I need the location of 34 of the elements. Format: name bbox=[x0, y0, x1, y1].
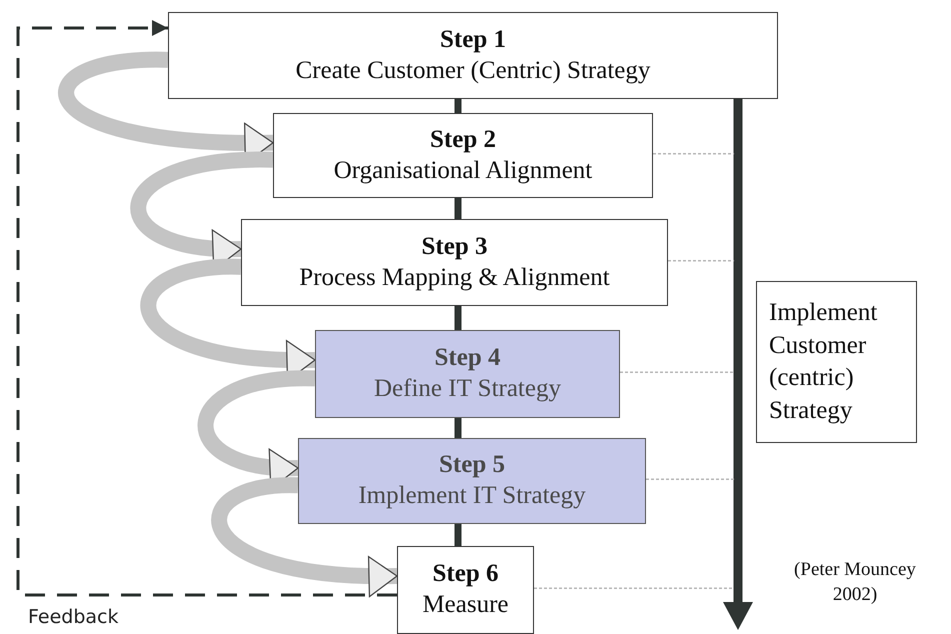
text-box bbox=[756, 281, 917, 443]
step-title: Step 6 bbox=[432, 559, 498, 590]
connector-line bbox=[454, 198, 462, 219]
dotted-line bbox=[620, 372, 734, 373]
dotted-line bbox=[534, 588, 734, 589]
step-box bbox=[298, 438, 646, 524]
connector-line bbox=[454, 524, 462, 546]
step-box bbox=[315, 330, 620, 418]
step-box bbox=[168, 12, 778, 99]
step-text: Implement Customer (centric) Strategy bbox=[769, 298, 878, 426]
downward-arrow bbox=[723, 99, 753, 630]
citation-note: (Peter Mouncey 2002) bbox=[793, 558, 917, 607]
dotted-line bbox=[646, 478, 734, 480]
step-title: Step 3 bbox=[422, 232, 488, 262]
step-text: Organisational Alignment bbox=[334, 156, 592, 186]
step-title: Step 2 bbox=[430, 124, 496, 155]
feedback-arrow bbox=[16, 20, 397, 596]
step-text: Define IT Strategy bbox=[374, 374, 561, 404]
step-box bbox=[397, 546, 534, 634]
dotted-line bbox=[653, 153, 734, 155]
step-title: Step 4 bbox=[434, 343, 500, 374]
connector-line bbox=[454, 99, 462, 113]
connector-line bbox=[454, 306, 462, 330]
connector-line bbox=[454, 418, 462, 438]
step-title: Step 5 bbox=[439, 450, 505, 480]
step-text: Measure bbox=[422, 590, 509, 620]
dotted-line bbox=[668, 260, 734, 262]
step-title: Step 1 bbox=[440, 24, 506, 55]
curved-arrow bbox=[211, 477, 398, 596]
step-text: Process Mapping & Alignment bbox=[299, 262, 610, 293]
step-box bbox=[241, 219, 668, 306]
step-box bbox=[273, 113, 653, 198]
step-text: Create Customer (Centric) Strategy bbox=[296, 56, 650, 86]
step-text: Implement IT Strategy bbox=[358, 481, 586, 512]
